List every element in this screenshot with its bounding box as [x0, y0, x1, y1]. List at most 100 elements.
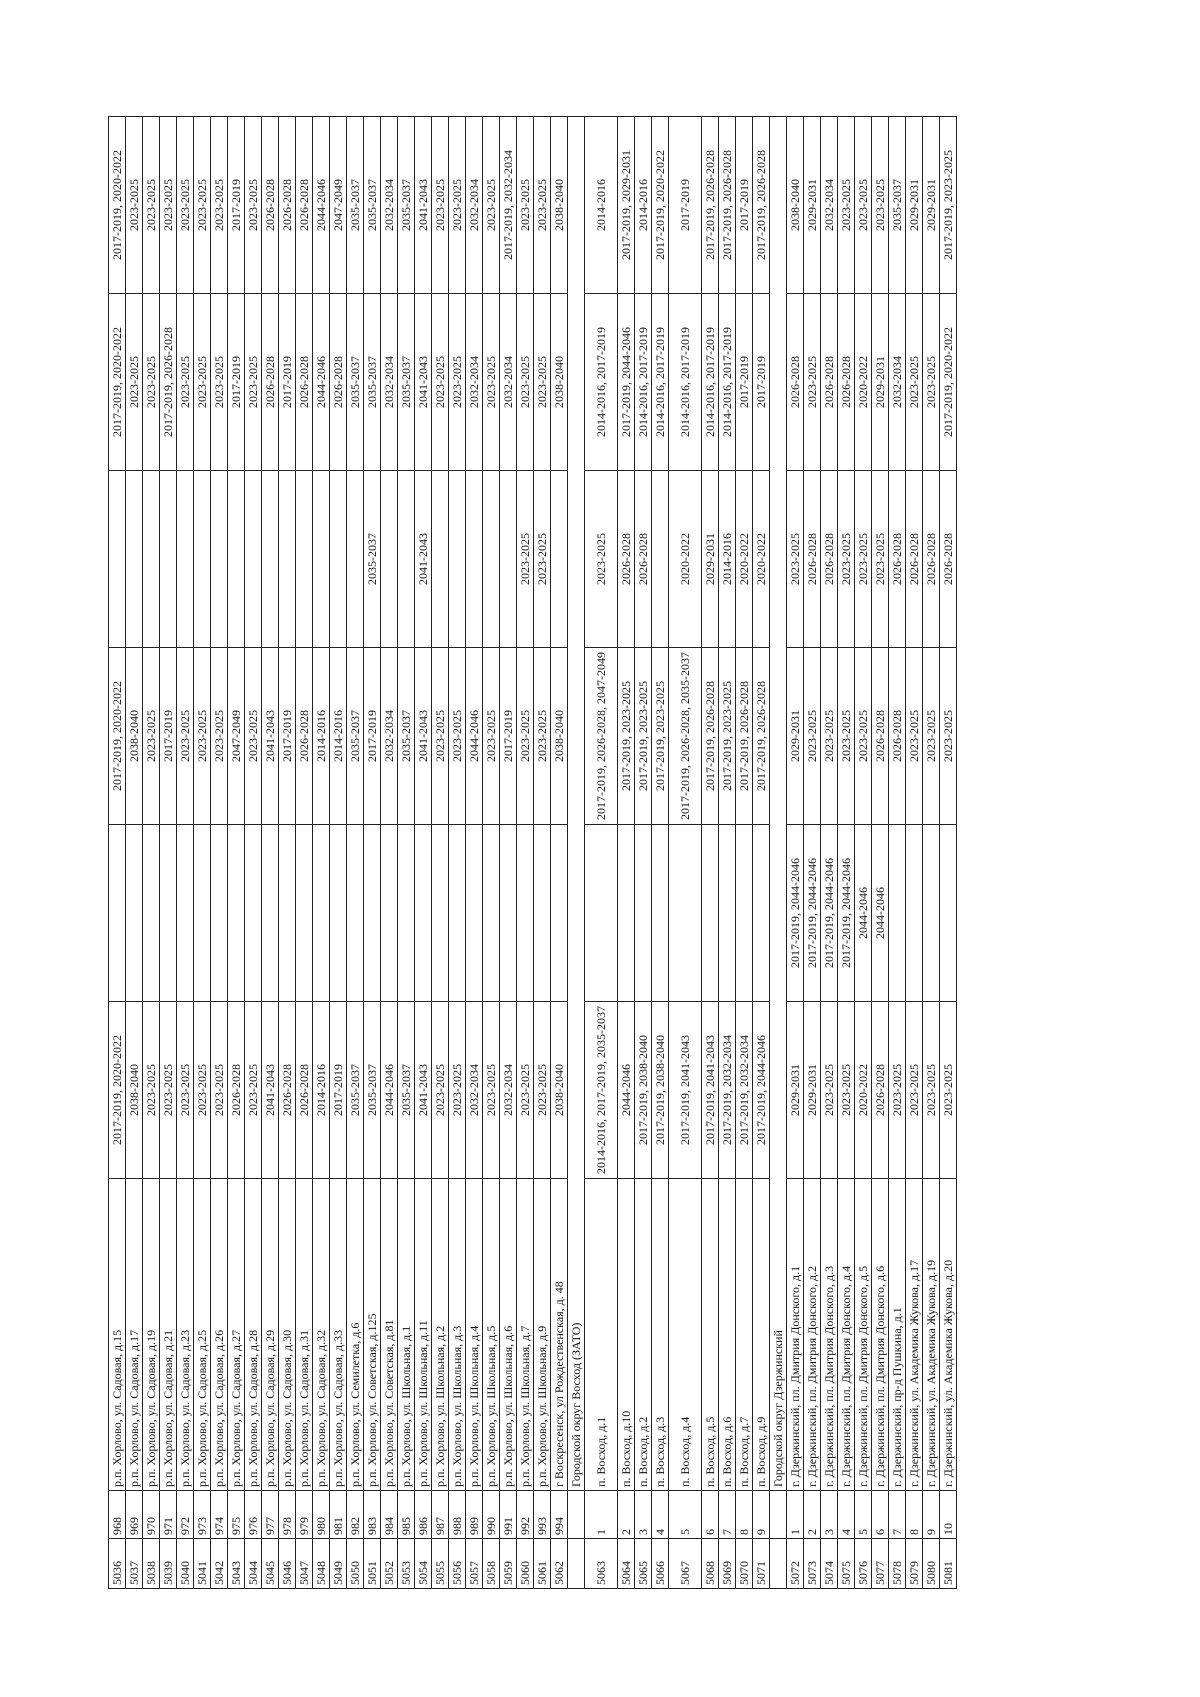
period-col-5: 2023-2025 — [448, 293, 466, 471]
period-col-3: 2023-2025 — [176, 647, 194, 825]
address-cell: р.п. Хорлово, ул. Школьная, д.5 — [482, 1178, 500, 1491]
period-col-1: 2038-2040 — [125, 1001, 143, 1179]
period-col-6: 2023-2025 — [871, 116, 889, 294]
item-number: 2 — [617, 1490, 635, 1539]
period-col-6: 2032-2034 — [465, 116, 483, 294]
period-col-2 — [465, 824, 483, 1002]
address-cell: г. Дзержинский, ул. Академика Жукова, д.… — [905, 1178, 923, 1491]
period-col-1: 2029-2031 — [803, 1001, 821, 1179]
period-col-1: 2017-2019, 2038-2040 — [651, 1001, 669, 1179]
period-col-2 — [295, 824, 313, 1002]
period-col-5: 2035-2037 — [363, 293, 381, 471]
period-col-6: 2044-2046 — [312, 116, 330, 294]
item-number: 988 — [448, 1490, 466, 1539]
period-col-4 — [176, 470, 194, 648]
row-number: 5068 — [701, 1538, 719, 1589]
address-cell: р.п. Хорлово, ул. Садовая, д.32 — [312, 1178, 330, 1491]
period-col-4 — [499, 470, 517, 648]
period-col-6: 2023-2025 — [854, 116, 872, 294]
period-col-5: 2023-2025 — [210, 293, 228, 471]
period-col-5: 2017-2019 — [752, 293, 770, 471]
period-col-2 — [244, 824, 262, 1002]
period-col-3: 2035-2037 — [397, 647, 415, 825]
period-col-2 — [888, 824, 906, 1002]
row-number: 5076 — [854, 1538, 872, 1589]
period-col-5: 2017-2019 — [227, 293, 245, 471]
period-col-3: 2023-2025 — [193, 647, 211, 825]
period-col-4: 2041-2043 — [414, 470, 432, 648]
period-col-5: 2023-2025 — [176, 293, 194, 471]
address-cell: р.п. Хорлово, ул. Советская, д.125 — [363, 1178, 381, 1491]
item-number: 982 — [346, 1490, 364, 1539]
item-number: 9 — [922, 1490, 940, 1539]
period-col-2 — [193, 824, 211, 1002]
period-col-2 — [159, 824, 177, 1002]
period-col-6: 2029-2031 — [803, 116, 821, 294]
period-col-4 — [431, 470, 449, 648]
period-col-1: 2023-2025 — [939, 1001, 957, 1179]
period-col-2 — [939, 824, 957, 1002]
period-col-3: 2023-2025 — [244, 647, 262, 825]
period-col-3: 2023-2025 — [820, 647, 838, 825]
row-number: 5061 — [533, 1538, 551, 1589]
period-col-1: 2035-2037 — [397, 1001, 415, 1179]
item-number: 5 — [854, 1490, 872, 1539]
period-col-6: 2047-2049 — [329, 116, 347, 294]
period-col-2: 2017-2019, 2044-2046 — [803, 824, 821, 1002]
period-col-4 — [159, 470, 177, 648]
item-number: 6 — [871, 1490, 889, 1539]
period-col-5: 2029-2031 — [871, 293, 889, 471]
period-col-1: 2023-2025 — [142, 1001, 160, 1179]
row-number: 5038 — [142, 1538, 160, 1589]
period-col-2 — [651, 824, 669, 1002]
period-col-1: 2023-2025 — [431, 1001, 449, 1179]
period-col-3: 2017-2019, 2026-2028 — [701, 647, 719, 825]
period-col-6: 2026-2028 — [261, 116, 279, 294]
period-col-5: 2023-2025 — [482, 293, 500, 471]
period-col-5: 2014-2016, 2017-2019 — [718, 293, 736, 471]
row-number: 5066 — [651, 1538, 669, 1589]
item-number: 972 — [176, 1490, 194, 1539]
period-col-6: 2023-2025 — [482, 116, 500, 294]
period-col-6: 2023-2025 — [244, 116, 262, 294]
row-number: 5078 — [888, 1538, 906, 1589]
period-col-4: 2020-2022 — [668, 470, 702, 648]
address-cell: р.п. Хорлово, ул. Садовая, д.17 — [125, 1178, 143, 1491]
section-title: Городской округ Восход (ЗАТО) — [567, 116, 585, 1491]
item-number: 3 — [820, 1490, 838, 1539]
period-col-6: 2038-2040 — [786, 116, 804, 294]
period-col-2 — [668, 824, 702, 1002]
period-col-1: 2023-2025 — [837, 1001, 855, 1179]
item-number: 975 — [227, 1490, 245, 1539]
address-cell: р.п. Хорлово, ул. Садовая, д.29 — [261, 1178, 279, 1491]
address-cell: р.п. Хорлово, ул. Школьная, д.4 — [465, 1178, 483, 1491]
address-cell: п. Восход, д.6 — [718, 1178, 736, 1491]
period-col-3: 2017-2019 — [363, 647, 381, 825]
item-number: 979 — [295, 1490, 313, 1539]
item-number: 990 — [482, 1490, 500, 1539]
period-col-3: 2041-2043 — [414, 647, 432, 825]
period-col-6: 2017-2019, 2020-2022 — [651, 116, 669, 294]
period-col-6: 2023-2025 — [516, 116, 534, 294]
item-number: 968 — [108, 1490, 126, 1539]
period-col-3: 2017-2019 — [159, 647, 177, 825]
period-col-5: 2017-2019, 2026-2028 — [159, 293, 177, 471]
period-col-6: 2023-2025 — [448, 116, 466, 294]
address-cell: г. Дзержинский, пл. Дмитрия Донского, д.… — [786, 1178, 804, 1491]
